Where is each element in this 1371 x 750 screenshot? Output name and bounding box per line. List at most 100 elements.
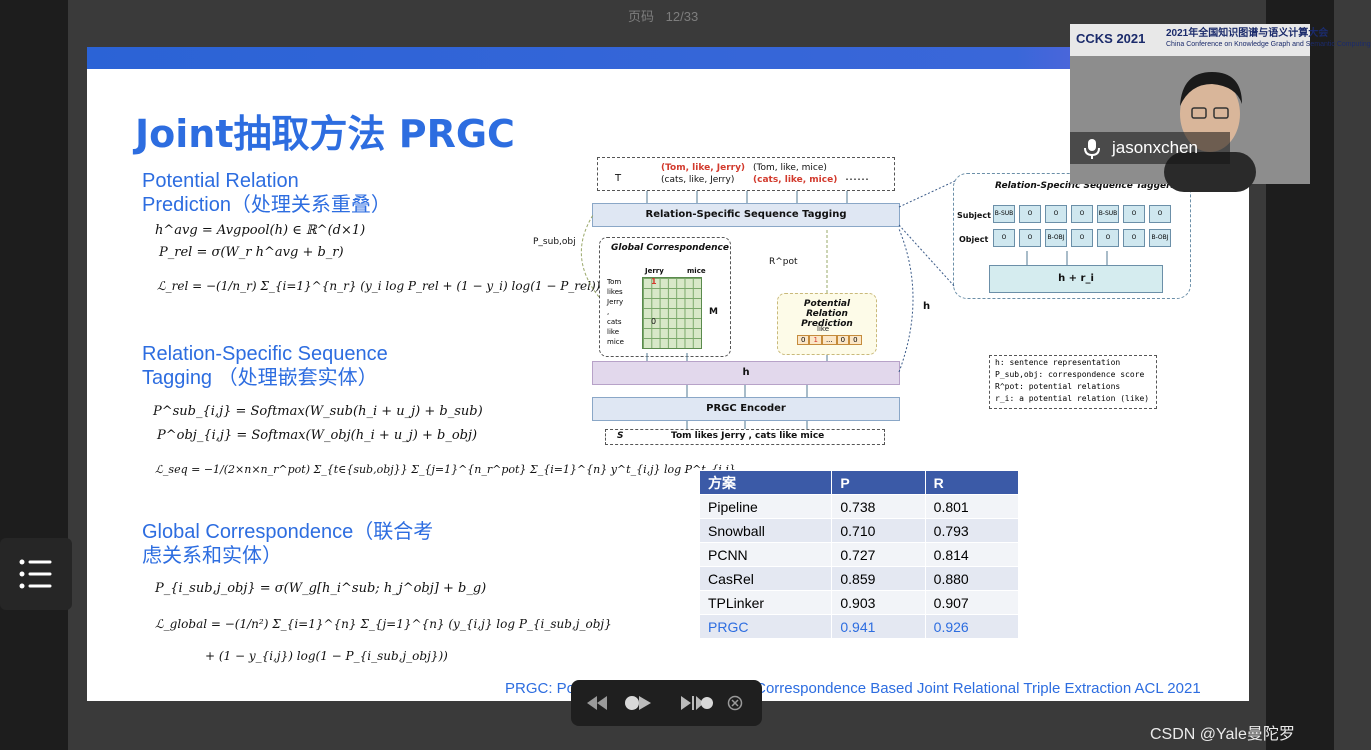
section-line: Prediction（处理关系重叠） xyxy=(142,194,391,216)
triple-tom-like-jerry: (Tom, like, Jerry) xyxy=(661,163,746,173)
equation-lrel: ℒ_rel = −(1/n_r) Σ_{i=1}^{n_r} (y_i log … xyxy=(157,279,601,293)
subject-tag-row: B-SUB O O O B-SUB O O xyxy=(993,205,1171,223)
table-cell: 0.941 xyxy=(831,614,926,639)
diagram-legend xyxy=(989,355,1157,409)
table-header: 方案 xyxy=(698,470,833,495)
legend-items: h: sentence representation P_sub,obj: co… xyxy=(995,357,1149,405)
playback-controls xyxy=(571,680,762,726)
label-subject: Subject xyxy=(957,211,991,220)
gc-col-mice: mice xyxy=(687,267,706,275)
rewind-icon[interactable] xyxy=(585,694,609,712)
gc-row: Jerry xyxy=(607,298,624,306)
csdn-watermark: CSDN @Yale曼陀罗 xyxy=(1150,726,1295,743)
play-icon[interactable] xyxy=(623,693,651,713)
fast-forward-icon[interactable] xyxy=(679,694,713,712)
equation-havg: h^avg = Avgpool(h) ∈ ℝ^(d×1) xyxy=(155,223,366,238)
equation-pobj: P^obj_{i,j} = Softmax(W_obj(h_i + u_j) +… xyxy=(157,428,478,443)
prp-cell: 0 xyxy=(849,335,862,345)
prgc-architecture-diagram: T (Tom, like, Jerry) (cats, like, Jerry)… xyxy=(527,147,1197,447)
gc-row-labels: Tom likes Jerry , cats like mice xyxy=(607,277,641,347)
prp-title: Potential Relation Prediction xyxy=(801,299,853,329)
label-h-side: h xyxy=(923,301,931,312)
equation-prel: P_rel = σ(W_r h^avg + b_r) xyxy=(159,245,344,260)
section-line: Global Correspondence（联合考 xyxy=(142,521,434,543)
equation-psub: P^sub_{i,j} = Softmax(W_sub(h_i + u_j) +… xyxy=(153,404,483,419)
section-line: 虑关系和实体） xyxy=(142,545,282,567)
h-plus-r-block: h + r_i xyxy=(989,265,1163,293)
table-cell: 0.907 xyxy=(924,590,1020,615)
page-indicator: 页码 12/33 xyxy=(628,6,708,26)
object-tag-row: O O B-OBJ O O O B-OBJ xyxy=(993,229,1171,247)
table-cell: 0.859 xyxy=(831,566,926,591)
gc-row: cats xyxy=(607,318,622,326)
table-header: P xyxy=(831,470,926,495)
table-cell: TPLinker xyxy=(698,590,833,615)
h-representation: h xyxy=(592,361,900,385)
tag-cell: O xyxy=(1071,205,1093,223)
section-line: Potential Relation xyxy=(142,170,299,192)
gc-row: like xyxy=(607,328,620,336)
table-cell: 0.926 xyxy=(924,614,1020,639)
tag-cell: O xyxy=(1123,205,1145,223)
close-icon[interactable] xyxy=(727,695,743,711)
speaker-video[interactable]: CCKS 2021 2021年全国知识图谱与语义计算大会 China Confe… xyxy=(1070,24,1371,192)
slide: Joint抽取方法 PRGC Potential Relation Predic… xyxy=(87,47,1249,701)
triple-cats-like-mice: (cats, like, mice) xyxy=(753,175,838,185)
legend-item: r_i: a potential relation (like) xyxy=(995,394,1150,403)
table-cell: 0.903 xyxy=(831,590,926,615)
table-header: R xyxy=(924,470,1020,495)
tag-cell: O xyxy=(1019,205,1041,223)
legend-item: R^pot: potential relations xyxy=(995,382,1121,391)
label-T: T xyxy=(615,173,622,184)
legend-item: P_sub,obj: correspondence score xyxy=(995,370,1145,379)
table-cell: Snowball xyxy=(698,518,833,543)
triple-ellipsis: …… xyxy=(845,169,869,183)
table-cell: PRGC xyxy=(698,614,833,639)
tag-cell: O xyxy=(1071,229,1093,247)
triple-tom-like-mice: (Tom, like, mice) xyxy=(753,163,827,173)
legend-item: h: sentence representation xyxy=(995,358,1121,367)
banner-line: China Conference on Knowledge Graph and … xyxy=(1166,41,1371,48)
section-line: Relation-Specific Sequence xyxy=(142,343,388,365)
input-sentence: Tom likes Jerry , cats like mice xyxy=(671,431,825,441)
microphone-icon xyxy=(1084,139,1100,159)
rsst-module: Relation-Specific Sequence Tagging xyxy=(592,203,900,227)
tag-cell: B-OBJ xyxy=(1045,229,1067,247)
equation-lglobal-line1: ℒ_global = −(1/n²) Σ_{i=1}^{n} Σ_{j=1}^{… xyxy=(155,617,612,631)
left-margin xyxy=(0,0,68,750)
label-object: Object xyxy=(959,235,989,244)
gc-row: , xyxy=(607,308,610,316)
gc-col-jerry: Jerry xyxy=(645,267,664,275)
table-cell: Pipeline xyxy=(698,494,833,519)
table-cell: PCNN xyxy=(698,542,833,567)
label-psub-obj: P_sub,obj xyxy=(533,237,576,247)
speaker-name: jasonxchen xyxy=(1112,138,1199,157)
tag-cell: O xyxy=(1097,229,1119,247)
gc-cell-one: 1 xyxy=(651,277,657,286)
label-rpot: R^pot xyxy=(769,257,798,267)
table-cell: CasRel xyxy=(698,566,833,591)
section-global-correspondence-title: Global Correspondence（联合考 虑关系和实体） xyxy=(142,520,433,568)
gc-title: Global Correspondence xyxy=(611,243,729,253)
gc-label-M: M xyxy=(709,307,718,317)
table-cell: 0.738 xyxy=(831,494,926,519)
tag-cell: O xyxy=(1019,229,1041,247)
conference-subtitle: 2021年全国知识图谱与语义计算大会 China Conference on K… xyxy=(1166,28,1371,50)
tag-cell: O xyxy=(993,229,1015,247)
gc-row: Tom xyxy=(607,278,622,286)
global-correspondence-box xyxy=(599,237,731,357)
table-cell: 0.727 xyxy=(831,542,926,567)
sentence-box xyxy=(605,429,885,445)
banner-line: 2021年全国知识图谱与语义计算大会 xyxy=(1166,28,1329,39)
gc-matrix xyxy=(642,277,702,349)
speaker-name-tag: jasonxchen xyxy=(1070,132,1230,164)
tag-cell: B-SUB xyxy=(993,205,1015,223)
prgc-encoder: PRGC Encoder xyxy=(592,397,900,421)
menu-button[interactable] xyxy=(0,538,72,610)
